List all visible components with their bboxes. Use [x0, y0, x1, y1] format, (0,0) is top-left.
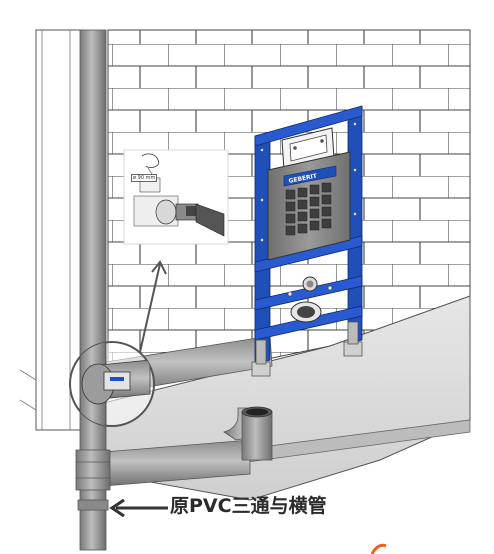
pipe-caption: 原PVC三通与横管: [170, 495, 327, 517]
corner-mark: [370, 543, 387, 554]
cistern-grid: [285, 182, 332, 236]
callout-arrow: [139, 260, 167, 353]
vertical-stack-pipe: [75, 29, 111, 551]
horizontal-branch-pipe: [103, 406, 273, 487]
inset-detail: [123, 149, 229, 245]
caption-arrow: [109, 498, 168, 518]
inset-dimension-label: ø 90 mm: [131, 174, 158, 182]
tee-fitting-highlight: [69, 341, 155, 427]
geberit-frame: [251, 105, 363, 377]
